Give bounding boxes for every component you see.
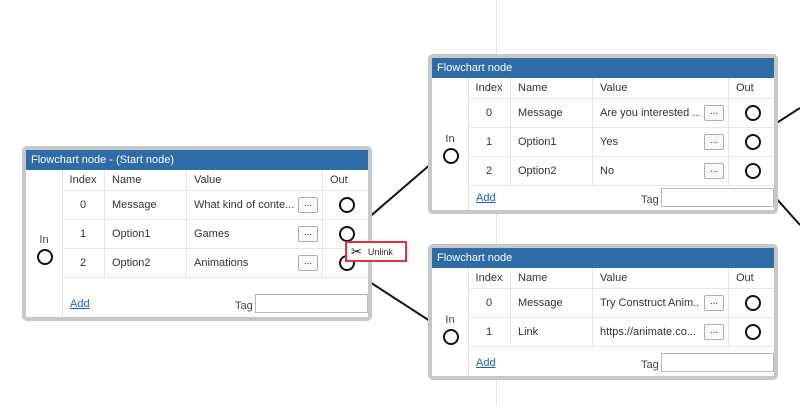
in-label: In [39,234,49,246]
out-port[interactable] [745,163,761,179]
tag-input[interactable] [661,188,774,207]
tag-input[interactable] [661,353,774,372]
row-index: 2 [485,165,493,177]
name-header: Name [112,174,142,186]
row-name[interactable]: Message [518,107,563,119]
add-row-link[interactable]: Add [70,298,90,310]
add-row-link[interactable]: Add [476,357,496,369]
row-index: 0 [485,297,493,309]
node-title[interactable]: Flowchart node [432,248,774,268]
flowchart-node-start[interactable]: Flowchart node - (Start node) In Index N… [22,146,372,321]
value-header: Value [194,174,222,186]
add-row-link[interactable]: Add [476,192,496,204]
tag-label: Tag [641,194,659,206]
row-index: 1 [79,228,87,240]
out-port[interactable] [339,197,355,213]
name-header: Name [518,82,548,94]
out-header: Out [736,82,754,94]
row-value[interactable]: Yes [600,136,618,148]
out-header: Out [736,272,754,284]
node-title[interactable]: Flowchart node [432,58,774,78]
table-header: Index Name Value Out [468,268,774,289]
row-value[interactable]: What kind of conte... [194,199,294,211]
table-row[interactable]: 2 Option2 Animations ... [62,249,368,278]
table-row[interactable]: 0 Message Try Construct Anim... ... [468,289,774,318]
scissors-icon: ✂ [351,244,362,259]
out-port[interactable] [745,324,761,340]
row-index: 1 [485,326,493,338]
out-port[interactable] [745,295,761,311]
edit-value-button[interactable]: ... [704,295,724,311]
row-index: 1 [485,136,493,148]
edit-value-button[interactable]: ... [704,134,724,150]
edit-value-button[interactable]: ... [298,255,318,271]
row-value[interactable]: Animations [194,257,249,269]
name-header: Name [518,272,548,284]
row-name[interactable]: Option2 [112,257,151,269]
tag-label: Tag [235,300,253,312]
value-header: Value [600,272,628,284]
table-row[interactable]: 1 Option1 Yes ... [468,128,774,157]
edit-value-button[interactable]: ... [298,226,318,242]
row-index: 0 [485,107,493,119]
row-value[interactable]: Are you interested ... [600,107,700,119]
edit-value-button[interactable]: ... [704,324,724,340]
table-row[interactable]: 1 Link https://animate.co... ... [468,318,774,347]
row-name[interactable]: Link [518,326,539,338]
in-label: In [445,133,455,145]
out-header: Out [330,174,348,186]
index-header: Index [475,82,503,94]
in-label: In [445,314,455,326]
in-port-column: In [432,268,469,376]
out-port[interactable] [339,226,355,242]
tag-label: Tag [641,359,659,371]
row-value[interactable]: https://animate.co... [600,326,696,338]
in-port[interactable] [443,329,459,345]
row-name[interactable]: Option1 [112,228,151,240]
unlink-label: Unlink [367,246,393,257]
node-title[interactable]: Flowchart node - (Start node) [26,150,368,170]
row-name[interactable]: Message [518,297,563,309]
table-row[interactable]: 0 Message Are you interested ... ... [468,99,774,128]
row-index: 2 [79,257,87,269]
table-row[interactable]: 1 Option1 Games ... [62,220,368,249]
tag-input[interactable] [255,294,368,313]
row-value[interactable]: Try Construct Anim... [600,297,700,309]
table-row[interactable]: 2 Option2 No ... [468,157,774,186]
row-value[interactable]: No [600,165,615,177]
flowchart-node-2[interactable]: Flowchart node In Index Name Value Out 0… [428,54,778,214]
table-header: Index Name Value Out [468,78,774,99]
table-row[interactable]: 0 Message What kind of conte... ... [62,191,368,220]
in-port-column: In [432,78,469,210]
edit-value-button[interactable]: ... [704,105,724,121]
flowchart-node-3[interactable]: Flowchart node In Index Name Value Out 0… [428,244,778,380]
in-port[interactable] [37,249,53,265]
index-header: Index [69,174,97,186]
in-port-column: In [26,170,63,317]
out-port[interactable] [745,105,761,121]
edit-value-button[interactable]: ... [704,163,724,179]
edit-value-button[interactable]: ... [298,197,318,213]
row-name[interactable]: Option1 [518,136,557,148]
row-value[interactable]: Games [194,228,230,240]
row-index: 0 [79,199,87,211]
in-port[interactable] [443,148,459,164]
value-header: Value [600,82,628,94]
index-header: Index [475,272,503,284]
row-name[interactable]: Message [112,199,157,211]
out-port[interactable] [745,134,761,150]
row-name[interactable]: Option2 [518,165,557,177]
table-header: Index Name Value Out [62,170,368,191]
unlink-button[interactable]: ✂ Unlink [345,241,407,262]
